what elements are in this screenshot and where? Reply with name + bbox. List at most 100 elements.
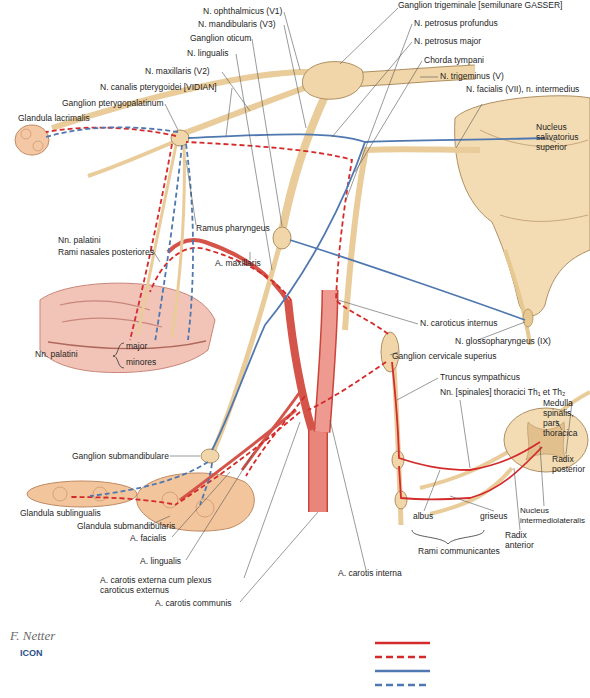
anatomy-label: Glandula lacrimalis xyxy=(18,113,90,123)
otic-ganglion xyxy=(273,227,291,249)
leader-line xyxy=(226,88,232,136)
leader-line xyxy=(424,470,440,511)
legend-sample xyxy=(375,656,430,659)
anatomy-label: Ganglion pterygopalatinum xyxy=(62,98,164,108)
anatomy-label: A. carotis externa cum plexus caroticus … xyxy=(100,575,245,595)
parasympathetic-postganglionic xyxy=(46,127,212,505)
leader-line xyxy=(397,378,438,400)
brace xyxy=(412,530,484,544)
anatomy-label: N. caroticus internus xyxy=(420,318,497,328)
sympathetic-postganglionic xyxy=(175,412,300,505)
parasympathetic-postganglionic xyxy=(155,145,182,342)
facial-artery xyxy=(180,410,296,500)
legend-sample xyxy=(375,670,430,673)
anatomy-label: griseus xyxy=(480,511,507,521)
anatomy-label: Ganglion oticum xyxy=(190,33,251,43)
anatomy-label: N. trigeminus (V) xyxy=(440,71,504,81)
parasympathetic-preganglionic xyxy=(212,142,365,450)
anatomy-label: minores xyxy=(126,357,156,367)
anatomy-label: Rami communicantes xyxy=(418,546,500,556)
maxillary-nerve xyxy=(88,140,178,176)
anatomy-label: albus xyxy=(413,511,433,521)
anatomy-label: N. petrosus profundus xyxy=(414,18,498,28)
pterygopalatine-ganglion xyxy=(171,130,189,146)
brace xyxy=(113,343,124,368)
common-carotid xyxy=(308,428,328,512)
leader-line xyxy=(172,472,230,537)
facial-nerve xyxy=(345,149,480,330)
anatomy-label: Ganglion trigeminale [semilunare GASSER] xyxy=(398,0,562,10)
nasal-concha xyxy=(62,318,162,327)
anatomy-label: Medulla spinalis, pars thoracica xyxy=(543,398,590,438)
anatomy-label: Rami nasales posteriores xyxy=(58,247,154,257)
leader-line xyxy=(332,42,412,137)
gland-lobule xyxy=(21,129,31,139)
anatomy-label: N. ophthalmicus (V1) xyxy=(203,6,282,16)
sympathetic-postganglionic xyxy=(186,142,388,334)
glossopharyngeal-ganglion xyxy=(523,309,533,327)
anatomy-label: major xyxy=(126,341,147,351)
parasympathetic-preganglionic xyxy=(188,134,545,142)
leader-line xyxy=(340,8,398,64)
leader-line xyxy=(460,400,470,468)
anatomy-label: A. maxillaris xyxy=(215,258,261,268)
sympathetic-preganglionic xyxy=(399,447,542,500)
parasympathetic-postganglionic xyxy=(90,462,208,496)
anatomy-label: N. canalis pterygoidei [VIDIAN] xyxy=(100,82,217,92)
leader-line xyxy=(346,24,412,200)
anatomy-label: N. petrosus major xyxy=(414,36,481,46)
parasympathetic-preganglionic xyxy=(290,240,525,320)
leader-line xyxy=(338,300,418,324)
anatomy-label: Nn. palatini xyxy=(58,235,101,245)
anatomy-label: Radix posterior xyxy=(552,454,590,474)
leader-lines xyxy=(150,8,572,602)
legend-sample xyxy=(375,642,430,645)
anatomy-label: Nn. [spinales] thoracici Th₁ et Th₂ xyxy=(440,387,588,397)
leader-line xyxy=(420,77,438,78)
anatomy-label: A. facialis xyxy=(130,533,166,543)
leader-line xyxy=(456,104,482,148)
leader-line xyxy=(540,446,544,506)
lacrimal-gland xyxy=(15,125,49,155)
internal-carotid xyxy=(322,290,330,432)
leader-line xyxy=(186,452,254,560)
leader-line xyxy=(450,496,494,511)
anatomy-label: N. glossopharyngeus (IX) xyxy=(455,336,551,346)
anatomy-label: A. carotis interna xyxy=(338,568,402,578)
palatine-nerve xyxy=(172,145,184,338)
artist-signature: F. Netter xyxy=(10,628,55,643)
leader-line xyxy=(355,61,422,172)
anatomy-label: N. facialis (VII), n. intermedius xyxy=(466,84,586,94)
anatomy-label: Glandula submandibularis xyxy=(77,521,175,531)
leader-line xyxy=(252,39,282,226)
leader-line xyxy=(170,456,200,457)
gland-lobule xyxy=(33,141,43,151)
leader-line xyxy=(186,160,196,225)
internal-carotid xyxy=(322,290,330,432)
leader-line xyxy=(330,420,366,570)
glossopharyngeal-nerve xyxy=(505,250,530,345)
gland-lobule xyxy=(196,499,214,517)
nasal-concha xyxy=(60,301,150,310)
anatomy-label: A. carotis communis xyxy=(155,598,232,608)
anatomy-label: Ramus pharyngeus xyxy=(196,223,270,233)
parasympathetic-postganglionic xyxy=(186,144,193,340)
sympathetic-postganglionic xyxy=(308,362,386,410)
legend-sample xyxy=(375,684,430,687)
anatomy-label: Nucleus salivatorius superior xyxy=(536,122,590,152)
sympathetic-preganglionic xyxy=(392,362,540,470)
leader-line xyxy=(240,512,318,602)
maxillary-nerve xyxy=(182,86,310,134)
anatomy-label: Ganglion submandibulare xyxy=(72,451,169,461)
publisher-mark: ICON xyxy=(20,648,43,659)
anatomy-label: Nucleus intermediolateralis xyxy=(520,506,588,526)
anatomy-label: N. mandibularis (V3) xyxy=(198,19,275,29)
sympathetic-postganglionic xyxy=(246,396,305,476)
anatomy-label: N. lingualis xyxy=(187,48,229,58)
anatomy-label: Nn. palatini xyxy=(35,349,78,359)
gland-lobule xyxy=(53,487,67,501)
anatomy-label: Glandula sublingualis xyxy=(20,508,101,518)
anatomy-label: Radix anterior xyxy=(505,530,541,550)
leader-line xyxy=(244,422,300,578)
leader-line xyxy=(222,72,250,111)
